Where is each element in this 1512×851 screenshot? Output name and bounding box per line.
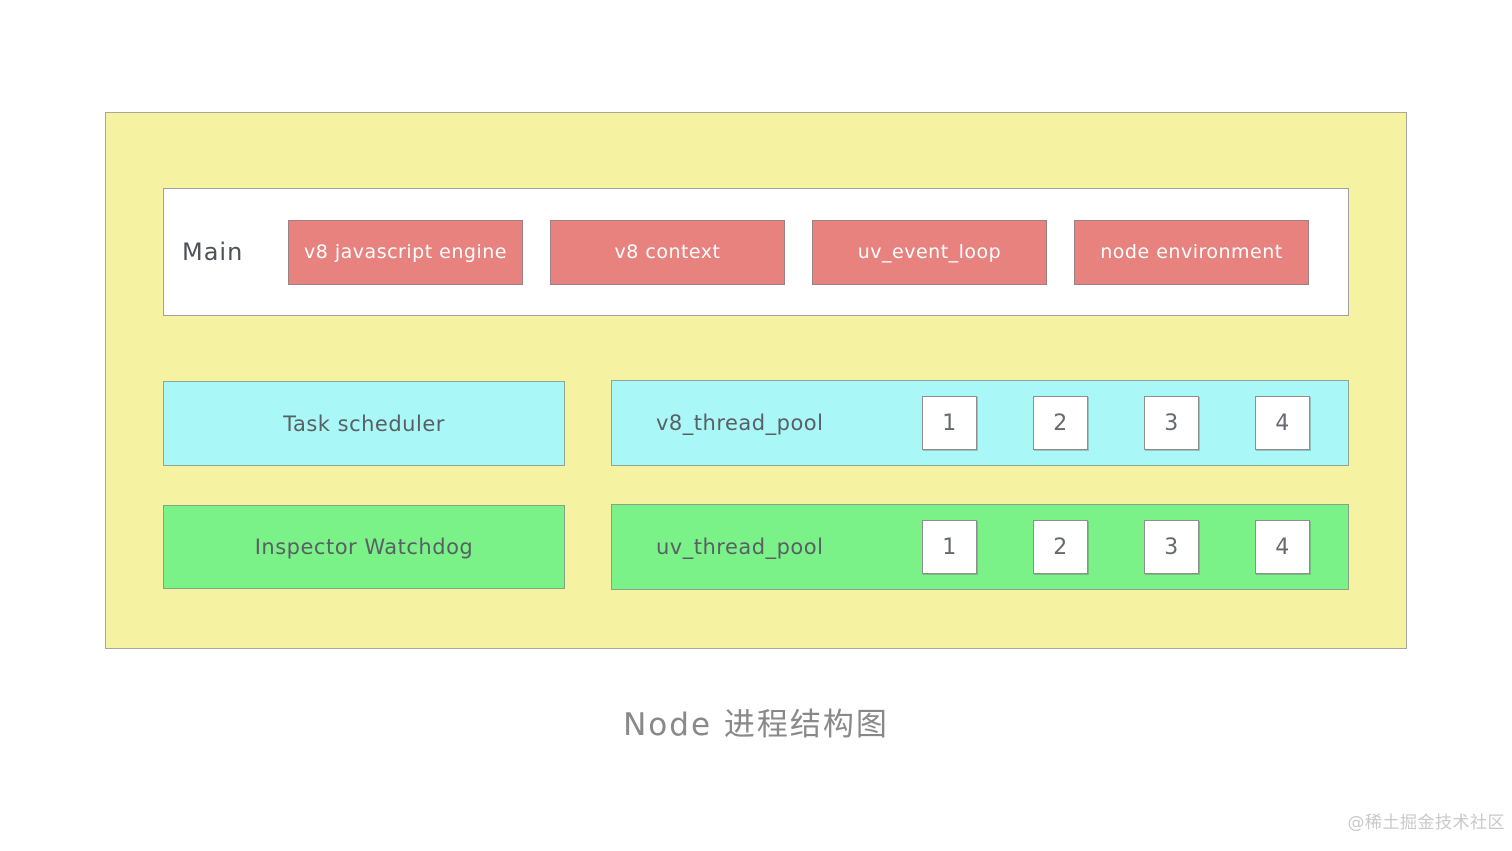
uv-thread-box-3: 3 [1144, 520, 1199, 574]
v8-thread-box-2: 2 [1033, 396, 1088, 450]
task-scheduler-box: Task scheduler [163, 381, 565, 466]
uv-thread-pool-threads: 1 2 3 4 [922, 520, 1348, 574]
uv-thread-box-1: 1 [922, 520, 977, 574]
node-process-diagram-container: Main v8 javascript engine v8 context uv_… [105, 112, 1407, 649]
v8-thread-pool-label: v8_thread_pool [656, 411, 824, 435]
inspector-watchdog-box: Inspector Watchdog [163, 505, 565, 589]
v8-thread-box-4: 4 [1255, 396, 1310, 450]
uv-thread-pool-label: uv_thread_pool [656, 535, 824, 559]
diagram-title: Node 进程结构图 [623, 707, 889, 743]
v8-thread-pool-bar: v8_thread_pool 1 2 3 4 [611, 380, 1349, 466]
main-thread-row: Main v8 javascript engine v8 context uv_… [163, 188, 1349, 316]
watermark: @稀土掘金技术社区 [1347, 813, 1505, 833]
uv-thread-box-2: 2 [1033, 520, 1088, 574]
uv-thread-box-4: 4 [1255, 520, 1310, 574]
v8-javascript-engine-box: v8 javascript engine [288, 219, 523, 285]
uv-event-loop-box: uv_event_loop [812, 219, 1047, 285]
v8-context-box: v8 context [550, 219, 785, 285]
v8-thread-box-1: 1 [922, 396, 977, 450]
node-environment-box: node environment [1074, 219, 1309, 285]
uv-thread-pool-bar: uv_thread_pool 1 2 3 4 [611, 504, 1349, 590]
v8-thread-box-3: 3 [1144, 396, 1199, 450]
v8-thread-pool-threads: 1 2 3 4 [922, 396, 1348, 450]
main-label: Main [182, 238, 244, 266]
